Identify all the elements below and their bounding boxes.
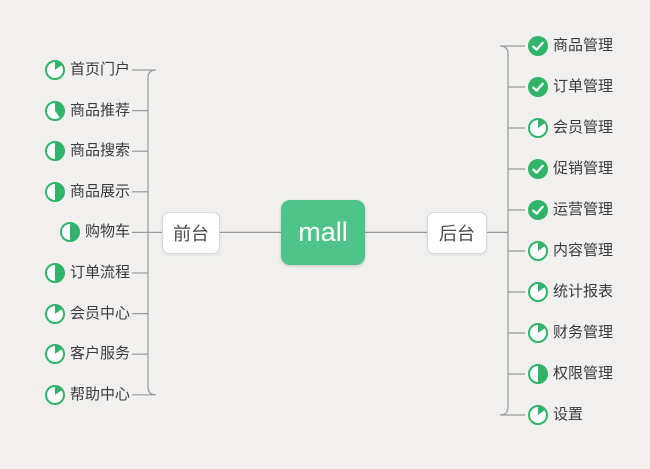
task-progress-icon [59,222,80,243]
mindmap-item[interactable]: 客户服务 [44,343,130,365]
branch-node-frontend[interactable]: 前台 [162,212,220,254]
task-progress-icon [528,364,548,384]
item-label: 商品推荐 [69,101,130,119]
mindmap-item[interactable]: 购物车 [59,221,130,243]
mindmap-item[interactable]: 设置 [528,404,583,426]
root-node[interactable]: mall [281,200,365,265]
task-progress-icon [528,282,548,302]
item-label: 设置 [553,406,584,423]
mindmap-item[interactable]: 商品展示 [44,181,130,203]
item-label: 帮助中心 [69,385,130,403]
mindmap-item[interactable]: 财务管理 [528,322,613,344]
root-node-label: mall [298,217,348,247]
branch-node-backend[interactable]: 后台 [427,212,487,254]
mindmap-item[interactable]: 首页门户 [44,59,130,81]
mindmap-item[interactable]: 商品管理 [528,35,613,57]
branch-node-label: 后台 [439,224,475,244]
task-progress-icon [528,241,548,261]
check-icon [528,159,548,179]
item-label: 权限管理 [553,365,614,382]
mindmap-item[interactable]: 帮助中心 [44,384,130,406]
task-progress-icon [44,141,65,162]
item-label: 会员管理 [553,119,614,136]
item-label: 订单管理 [553,78,614,95]
mindmap-item[interactable]: 商品搜索 [44,140,130,162]
item-label: 商品管理 [553,37,614,54]
item-label: 运营管理 [553,201,614,218]
mindmap-item[interactable]: 会员中心 [44,303,130,325]
item-label: 财务管理 [553,324,614,341]
item-label: 统计报表 [553,283,614,300]
task-progress-icon [44,303,65,324]
check-icon [528,36,548,56]
item-label: 促销管理 [553,160,614,177]
item-label: 内容管理 [553,242,614,259]
mindmap-item[interactable]: 会员管理 [528,117,613,139]
item-label: 商品展示 [69,182,130,200]
task-progress-icon [44,100,65,121]
mindmap-item[interactable]: 商品推荐 [44,100,130,122]
item-label: 首页门户 [69,61,130,78]
mindmap-item[interactable]: 内容管理 [528,240,613,262]
task-progress-icon [44,344,65,365]
item-label: 客户服务 [69,345,130,363]
mindmap-item[interactable]: 统计报表 [528,281,613,303]
mindmap-item[interactable]: 订单流程 [44,262,130,284]
mindmap-item[interactable]: 促销管理 [528,158,613,180]
task-progress-icon [528,118,548,138]
mindmap-item[interactable]: 权限管理 [528,363,613,385]
task-progress-icon [44,384,65,405]
check-icon [528,200,548,220]
item-label: 购物车 [84,223,130,241]
item-label: 商品搜索 [69,142,130,160]
task-progress-icon [528,405,548,425]
task-progress-icon [44,263,65,283]
check-icon [528,77,548,97]
task-progress-icon [44,60,65,80]
item-label: 会员中心 [69,304,130,322]
task-progress-icon [44,181,65,202]
mindmap-item[interactable]: 运营管理 [528,199,613,221]
item-label: 订单流程 [69,264,130,281]
branch-node-label: 前台 [173,224,209,244]
task-progress-icon [528,323,548,343]
mindmap-item[interactable]: 订单管理 [528,76,613,98]
